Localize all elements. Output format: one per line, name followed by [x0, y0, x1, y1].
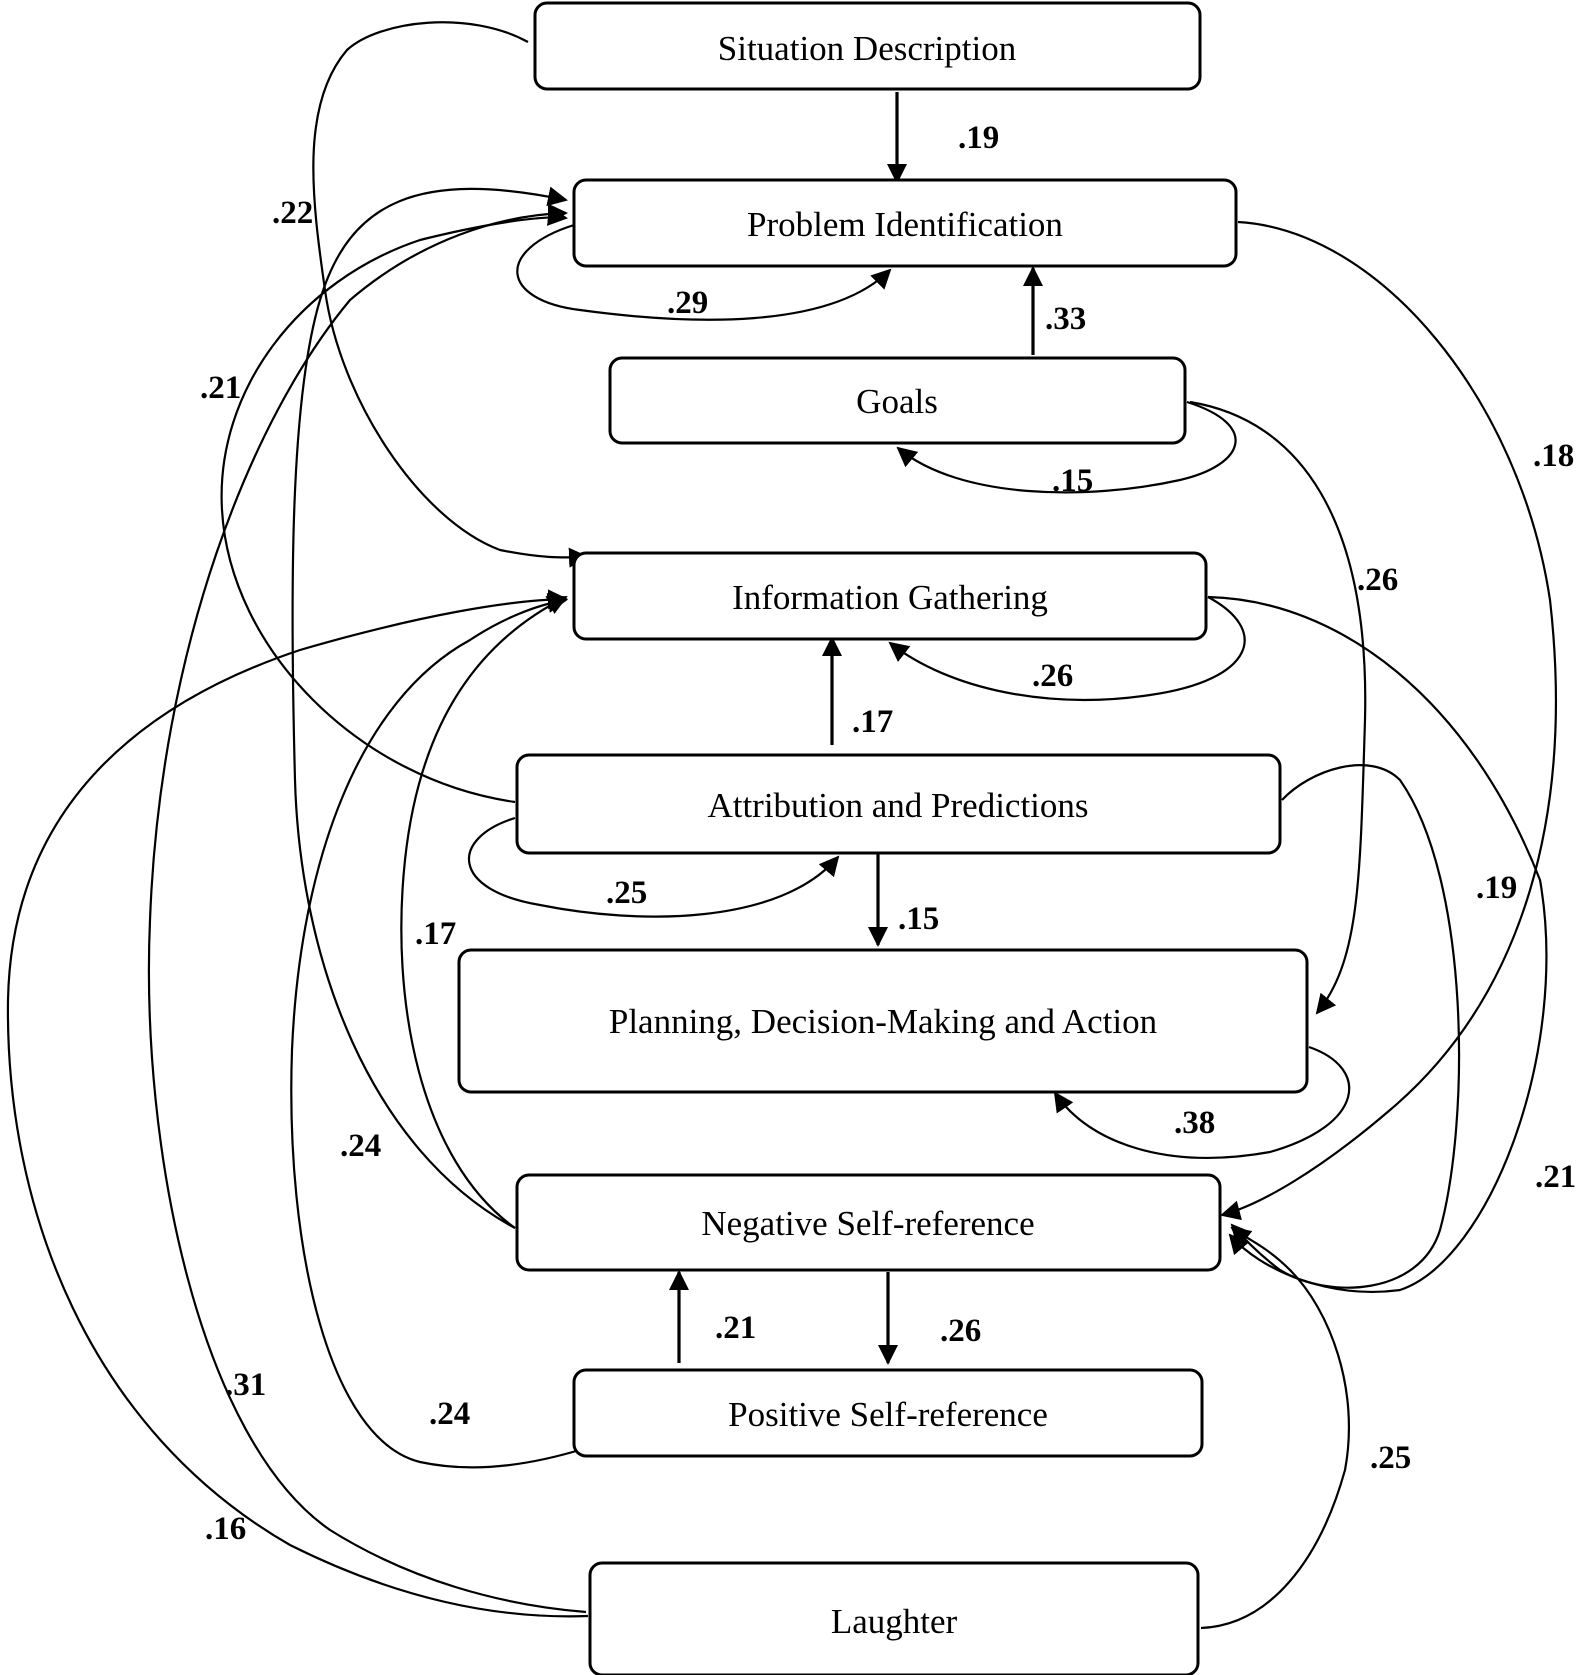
coefficient-goals-planning: .26 [1357, 562, 1398, 598]
coefficient-goals-problem: .33 [1045, 301, 1086, 337]
node-label: Information Gathering [732, 578, 1048, 617]
edge-goals-to-planning [1189, 400, 1367, 1015]
node-laughter: Laughter [588, 1561, 1200, 1675]
coefficient-attribution-problem: .21 [200, 370, 241, 406]
node-goals: Goals [608, 356, 1187, 445]
edge-negative-to-problem [291, 186, 568, 1229]
coefficient-attribution-negative: .21 [1535, 1159, 1576, 1195]
coefficient-laughter-info: .16 [205, 1511, 246, 1547]
edge-positive-to-info [290, 592, 584, 1469]
coefficient-situation-problem: .19 [958, 120, 999, 156]
node-label: Problem Identification [747, 205, 1063, 244]
node-label: Attribution and Predictions [707, 786, 1088, 825]
edge-situation-to-info [312, 21, 589, 568]
coefficient-negative-info: .17 [415, 916, 456, 952]
coefficient-planning-self: .38 [1174, 1105, 1215, 1141]
edge-negative-to-info [400, 596, 568, 1229]
coefficient-positive-info: .24 [429, 1396, 470, 1432]
edge-laughter-to-negative [1200, 1226, 1350, 1630]
node-label: Situation Description [718, 29, 1016, 68]
coefficient-situation-info: .22 [272, 195, 313, 231]
node-information-gathering: Information Gathering [572, 551, 1208, 641]
node-label: Laughter [831, 1602, 958, 1641]
node-situation-description: Situation Description [533, 1, 1202, 91]
edge-info-self-loop [888, 596, 1246, 701]
node-problem-identification: Problem Identification [572, 178, 1238, 268]
edge-info-to-negative [1207, 595, 1548, 1294]
coefficient-attribution-info: .17 [852, 704, 893, 740]
node-attribution-and-predictions: Attribution and Predictions [515, 753, 1282, 855]
edge-attribution-to-negative [1230, 764, 1461, 1289]
coefficient-negative-positive: .26 [940, 1313, 981, 1349]
coefficient-info-negative: .19 [1476, 870, 1517, 906]
edge-laughter-to-problem [147, 203, 587, 1614]
coefficient-laughter-negative: .25 [1370, 1440, 1411, 1476]
edge-planning-self-loop [1053, 1045, 1351, 1159]
coefficient-positive-negative: .21 [715, 1310, 756, 1346]
coefficient-labels: .19 .22 .29 .33 .15 .26 .18 .21 .26 .17 … [200, 120, 1576, 1547]
edge-laughter-to-info [6, 589, 589, 1618]
coefficient-problem-negative: .18 [1533, 438, 1574, 474]
coefficient-info-self: .26 [1032, 658, 1073, 694]
edge-problem-self-loop [516, 223, 892, 321]
coefficient-laughter-problem: .31 [225, 1367, 266, 1403]
node-label: Goals [856, 382, 938, 421]
coefficient-attribution-planning: .15 [898, 901, 939, 937]
node-positive-self-reference: Positive Self-reference [572, 1368, 1204, 1458]
coefficient-attribution-self: .25 [606, 875, 647, 911]
node-planning-decision-making-action: Planning, Decision-Making and Action [457, 948, 1309, 1094]
coefficient-problem-self: .29 [667, 285, 708, 321]
edges [6, 21, 1557, 1630]
edge-problem-to-negative [1220, 220, 1557, 1221]
coefficient-goals-self: .15 [1052, 463, 1093, 499]
node-negative-self-reference: Negative Self-reference [515, 1173, 1222, 1272]
node-label: Positive Self-reference [728, 1395, 1048, 1434]
coefficient-negative-problem: .24 [340, 1128, 381, 1164]
edge-attribution-self-loop [467, 816, 840, 918]
node-label: Negative Self-reference [701, 1204, 1034, 1243]
nodes: Situation Description Problem Identifica… [457, 1, 1309, 1675]
edge-attribution-to-problem [220, 206, 568, 804]
node-label: Planning, Decision-Making and Action [609, 1002, 1157, 1041]
edge-goals-self-loop [896, 400, 1237, 494]
